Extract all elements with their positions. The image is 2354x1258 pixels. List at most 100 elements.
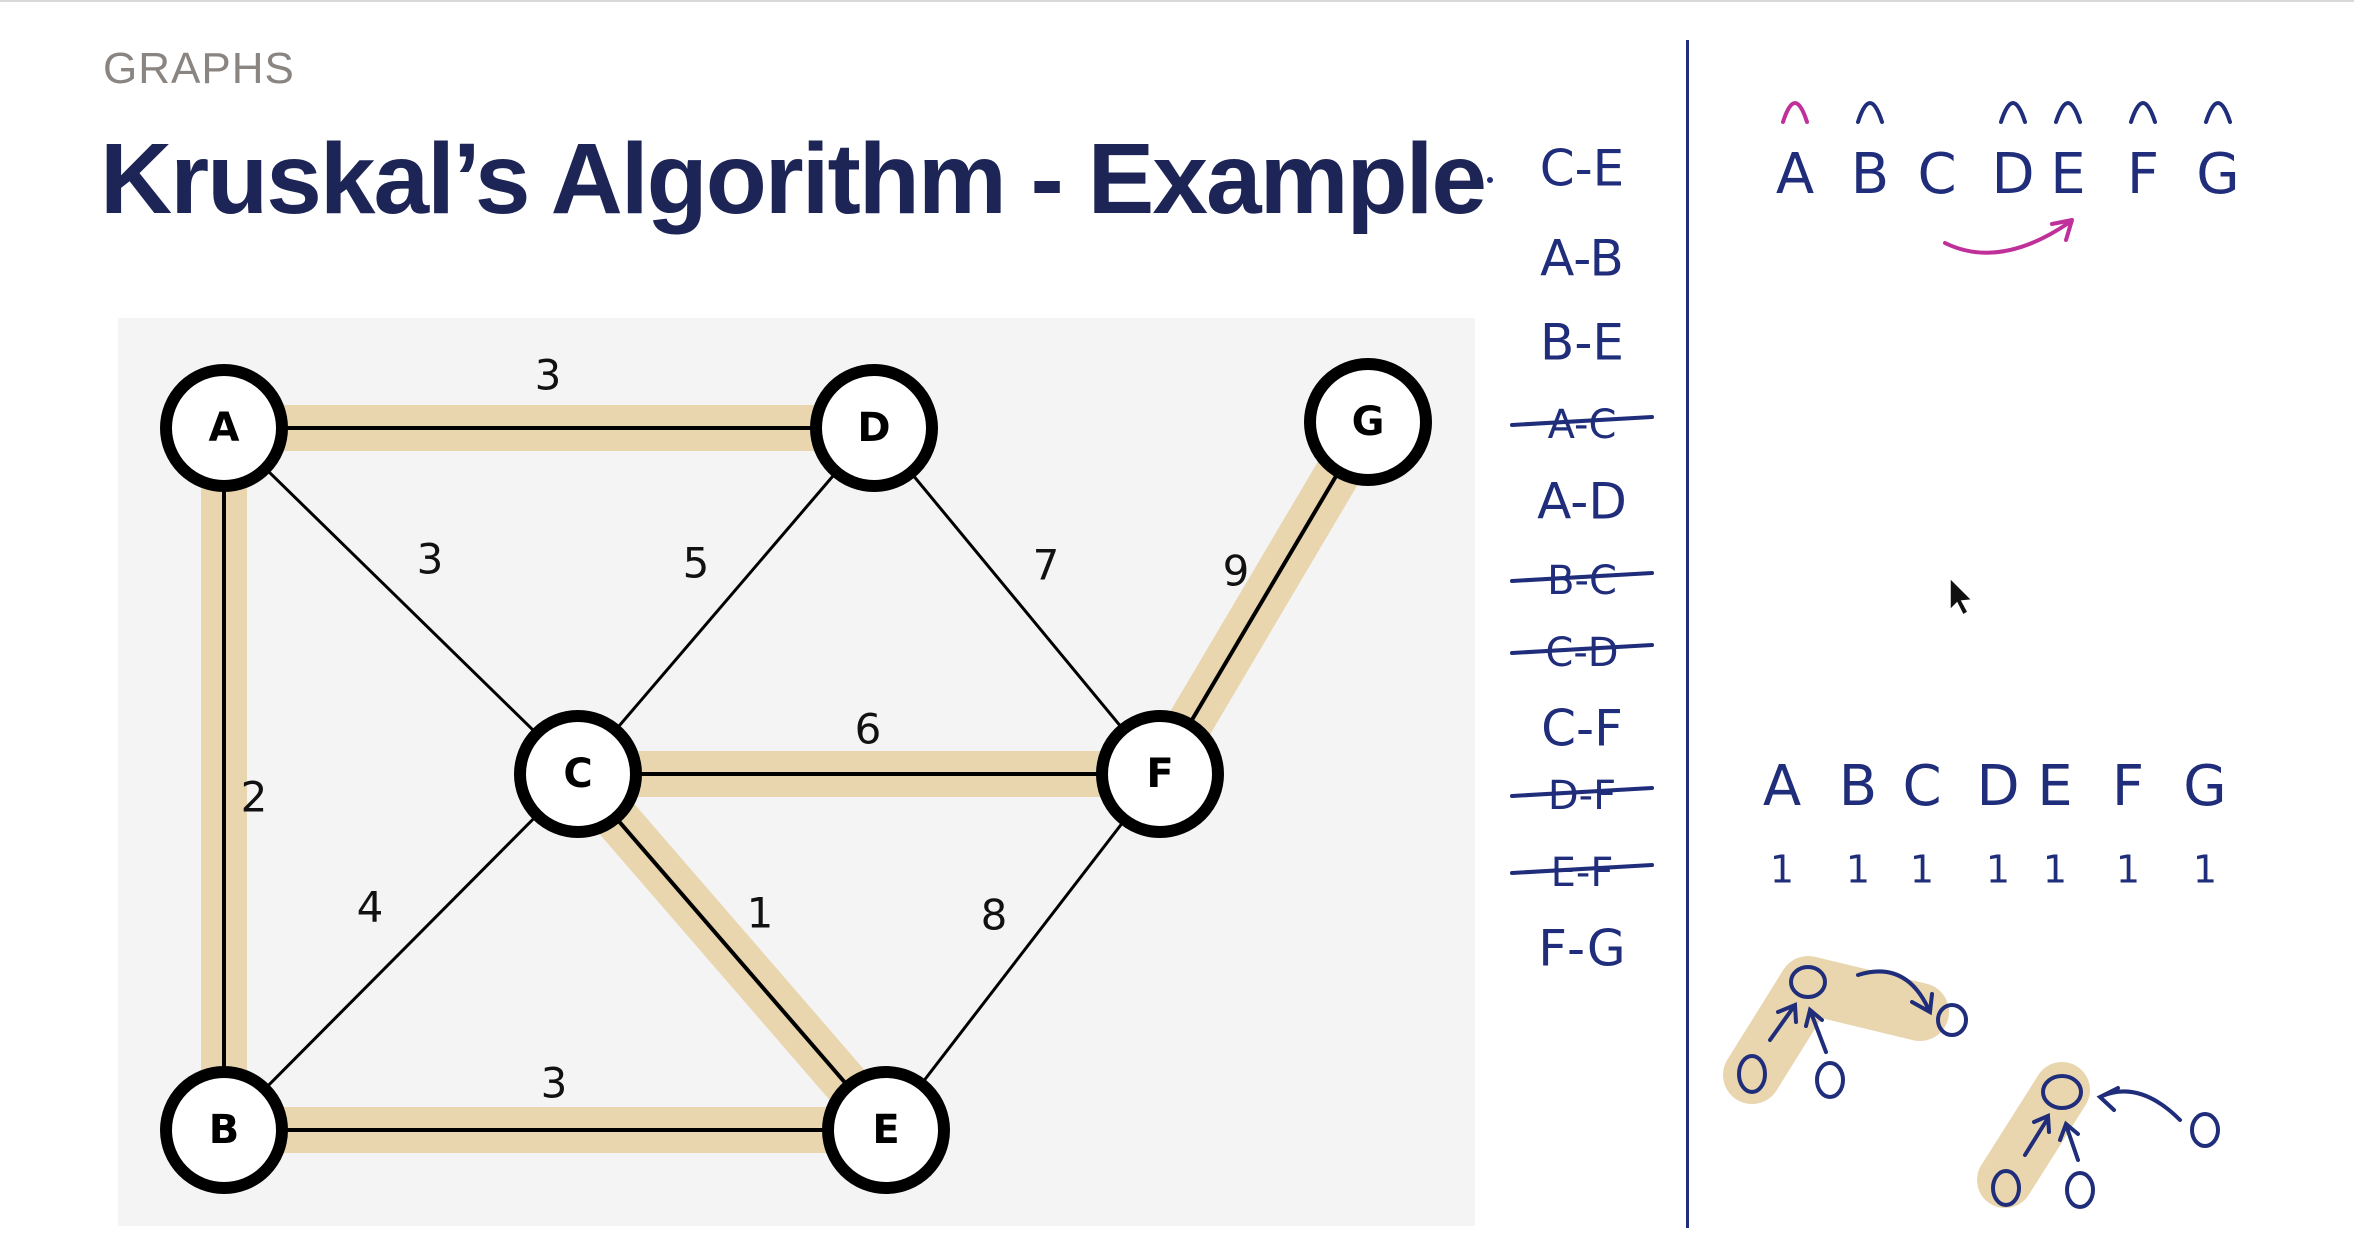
sorted-edge-a-d: A-D	[1537, 473, 1627, 531]
edge-c-b	[222, 772, 580, 1132]
notes-divider	[1686, 40, 1689, 1228]
node-a: A	[160, 364, 288, 492]
self-loop-b	[1856, 101, 1884, 124]
node-circle	[1096, 710, 1224, 838]
uf-bottom-letter-g: G	[2183, 754, 2226, 819]
edge-weight-c-e: 1	[747, 889, 774, 938]
node-label: E	[872, 1107, 899, 1153]
self-loop-d	[1999, 101, 2027, 124]
uf-bottom-letter-f: F	[2112, 754, 2144, 819]
node-circle	[160, 364, 288, 492]
uf-rank-6: 1	[2193, 848, 2217, 892]
uf-bottom-letter-e: E	[2037, 754, 2072, 819]
uf-bottom-letter-c: C	[1902, 754, 1941, 819]
node-d: D	[810, 364, 938, 492]
tree2-root	[2041, 1074, 2083, 1110]
node-label: F	[1146, 751, 1173, 797]
tree2-right-node	[2190, 1112, 2220, 1148]
stray-dot	[1487, 177, 1493, 183]
edge-c-e	[576, 772, 888, 1132]
uf-top-letter-f: F	[2127, 142, 2159, 207]
slide-title: Kruskal’s Algorithm - Example	[100, 123, 1487, 235]
uf-top-letter-g: G	[2196, 142, 2239, 207]
node-label: G	[1352, 399, 1385, 445]
uf-top-letter-e: E	[2050, 142, 2085, 207]
tree2-leaf-mid	[2065, 1171, 2095, 1209]
tree1-leaf-left	[1737, 1054, 1767, 1094]
sorted-edge-b-c: B-C	[1547, 558, 1617, 604]
node-circle	[822, 1066, 950, 1194]
tree1-arrow-right	[1856, 969, 1934, 1016]
node-f: F	[1096, 710, 1224, 838]
node-circle	[160, 1066, 288, 1194]
edge-weight-d-f: 7	[1033, 541, 1060, 590]
uf-rank-4: 1	[2043, 848, 2067, 892]
sorted-edge-a-b: A-B	[1540, 230, 1624, 288]
tree2-arrow-left	[2023, 1113, 2051, 1157]
self-loop-f	[2129, 101, 2157, 124]
sorted-edge-c-d: C-D	[1545, 630, 1618, 676]
strikethrough-line	[1510, 415, 1654, 427]
node-circle	[1304, 358, 1432, 486]
node-label: C	[563, 751, 592, 797]
sorted-edge-c-f: C-F	[1541, 700, 1623, 758]
uf-rank-5: 1	[2116, 848, 2140, 892]
edge-f-e	[884, 773, 1162, 1131]
sorted-edge-list: C-EA-BB-EA-CA-DB-CC-DC-FD-FE-FF-G	[1510, 140, 1654, 978]
strikethrough-line	[1510, 571, 1654, 583]
uf-top-letter-d: D	[1991, 142, 2034, 207]
edge-weight-a-b: 2	[241, 773, 268, 822]
node-label: B	[209, 1107, 240, 1153]
mouse-cursor	[1949, 576, 1974, 617]
uf-top-letter-b: B	[1851, 142, 1889, 207]
edge-d-c	[576, 427, 876, 775]
tree1-right-node	[1936, 1003, 1968, 1037]
tree2-arrow-right	[2096, 1086, 2182, 1122]
uf-top-letter-a: A	[1776, 142, 1814, 207]
uf-rank-3: 1	[1986, 848, 2010, 892]
edge-d-f	[872, 427, 1162, 775]
edge-weight-a-c: 3	[417, 535, 444, 584]
union-arrow-d-to-e	[1943, 218, 2074, 255]
uf-rank-1: 1	[1846, 848, 1870, 892]
sorted-edge-e-f: E-F	[1551, 850, 1614, 896]
edge-a-c	[222, 426, 580, 776]
edge-layer	[222, 420, 1370, 1132]
edge-weight-g-f: 9	[1223, 547, 1250, 596]
tree1-leaf-mid	[1815, 1061, 1845, 1099]
uf-rank-0: 1	[1770, 848, 1794, 892]
tree2-leaf-left	[1991, 1169, 2021, 1207]
strikethrough-line	[1510, 643, 1654, 655]
uf-bottom-letter-a: A	[1763, 754, 1801, 819]
node-g: G	[1304, 358, 1432, 486]
node-layer: A B C D E F G	[160, 358, 1432, 1194]
top-border	[0, 0, 2354, 2]
tree1-root	[1789, 965, 1827, 999]
strikethrough-line	[1510, 863, 1654, 875]
tree1-arrow-left	[1768, 1002, 1798, 1042]
edge-weight-a-d: 3	[535, 351, 562, 400]
edge-weight-c-f: 6	[855, 705, 882, 754]
sorted-edge-f-g: F-G	[1538, 920, 1625, 978]
uf-bottom-letter-d: D	[1976, 754, 2019, 819]
node-e: E	[822, 1066, 950, 1194]
node-circle	[514, 710, 642, 838]
sorted-edge-d-f: D-F	[1548, 773, 1616, 819]
node-label: A	[209, 405, 240, 451]
self-loop-g	[2204, 101, 2232, 124]
edge-weight-c-b: 4	[357, 883, 384, 932]
node-b: B	[160, 1066, 288, 1194]
self-loop-a	[1781, 101, 1809, 124]
edge-g-f	[1158, 420, 1370, 776]
edge-weight-b-e: 3	[541, 1059, 568, 1108]
section-label: GRAPHS	[103, 44, 295, 93]
edge-weight-f-e: 8	[981, 891, 1008, 940]
node-label: D	[857, 405, 890, 451]
tree-highlight-2	[1977, 1062, 2090, 1208]
tree-highlight-1	[1723, 956, 1949, 1104]
